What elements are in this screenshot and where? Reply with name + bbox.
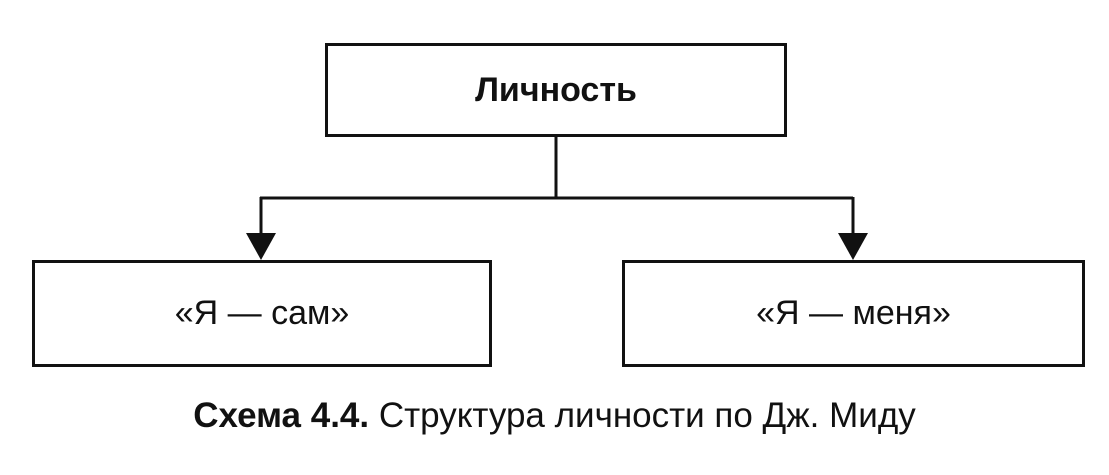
root-node-box: Личность	[325, 43, 787, 137]
caption-text: Структура личности по Дж. Миду	[378, 396, 916, 435]
child-node-box-right: «Я — меня»	[622, 260, 1085, 367]
right-arrowhead-icon	[838, 233, 868, 260]
root-node-label: Личность	[475, 70, 637, 109]
child-node-box-left: «Я — сам»	[32, 260, 492, 367]
caption-prefix: Схема 4.4.	[193, 396, 370, 435]
figure-caption: Схема 4.4. Структура личности по Дж. Мид…	[0, 396, 1109, 436]
left-arrowhead-icon	[246, 233, 276, 260]
child-node-label-right: «Я — меня»	[756, 294, 951, 332]
child-node-label-left: «Я — сам»	[174, 294, 350, 332]
